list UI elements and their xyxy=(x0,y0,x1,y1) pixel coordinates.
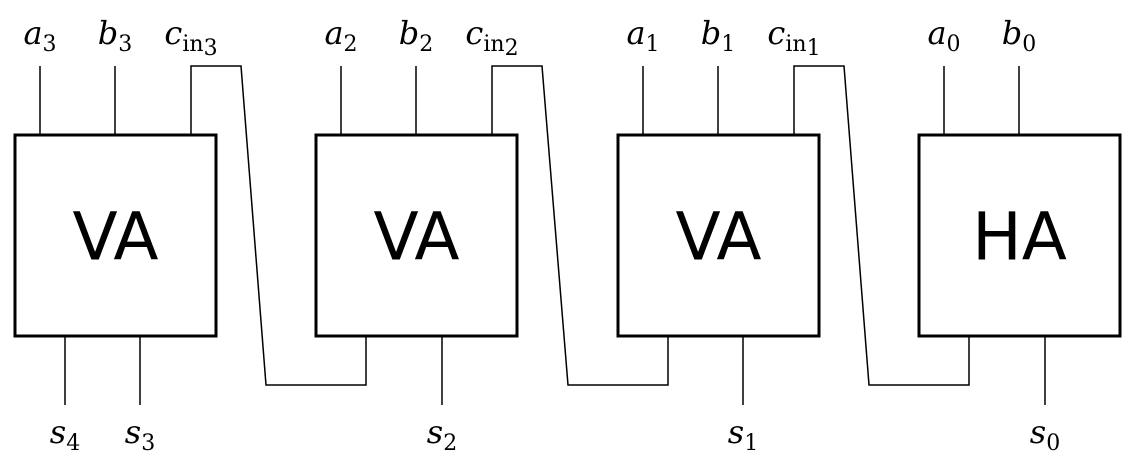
input-label-a1: a1 xyxy=(626,14,659,57)
input-label-cin1: cin1 xyxy=(767,14,820,61)
output-label-s3: s3 xyxy=(125,413,155,456)
adder-block-ha-3 xyxy=(917,133,1122,338)
input-label-a2: a2 xyxy=(324,14,357,57)
input-label-a0: a0 xyxy=(927,14,960,57)
adder-block-va-1 xyxy=(314,133,519,338)
output-label-s4: s4 xyxy=(50,413,80,456)
adder-block-va-0 xyxy=(13,133,218,338)
input-label-cin3: cin3 xyxy=(164,14,217,61)
input-label-b0: b0 xyxy=(1002,14,1036,57)
output-label-s2: s2 xyxy=(427,413,457,456)
output-label-s0: s0 xyxy=(1030,413,1060,456)
input-label-b2: b2 xyxy=(399,14,433,57)
adder-block-label-0: VA xyxy=(72,199,158,276)
input-label-cin2: cin2 xyxy=(465,14,518,61)
adder-block-label-2: VA xyxy=(675,199,761,276)
carry-link-wire-c_in2 xyxy=(491,65,669,386)
input-label-a3: a3 xyxy=(23,14,56,57)
carry-link-wire-c_in3 xyxy=(190,65,367,386)
carry-link-wire-c_in1 xyxy=(793,65,970,386)
adder-block-label-3: HA xyxy=(972,199,1067,276)
input-label-b3: b3 xyxy=(98,14,132,57)
input-label-b1: b1 xyxy=(701,14,735,57)
output-label-s1: s1 xyxy=(728,413,758,456)
adder-block-label-1: VA xyxy=(373,199,459,276)
